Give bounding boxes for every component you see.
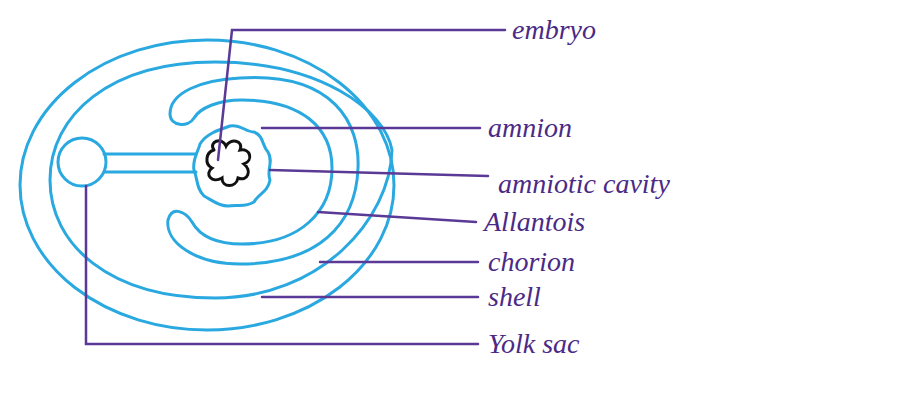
leader-line <box>262 296 478 299</box>
part-label: Allantois <box>484 206 585 238</box>
part-label: Yolk sac <box>488 328 580 360</box>
yolk-stalk <box>104 154 196 172</box>
leader-line <box>270 170 488 176</box>
part-label: amnion <box>488 112 572 144</box>
part-label: shell <box>488 281 541 313</box>
part-label: amniotic cavity <box>498 168 670 200</box>
amnion-outline <box>194 126 271 206</box>
yolk-sac-outline <box>58 138 106 186</box>
embryo-figure <box>207 141 250 186</box>
shell-outline <box>20 40 394 330</box>
part-label: chorion <box>488 246 575 278</box>
leader-line <box>318 212 476 222</box>
leader-line <box>218 30 505 160</box>
leader-line <box>262 127 480 130</box>
part-label: embryo <box>512 14 596 46</box>
leader-line <box>86 186 478 344</box>
leader-line <box>320 261 478 264</box>
